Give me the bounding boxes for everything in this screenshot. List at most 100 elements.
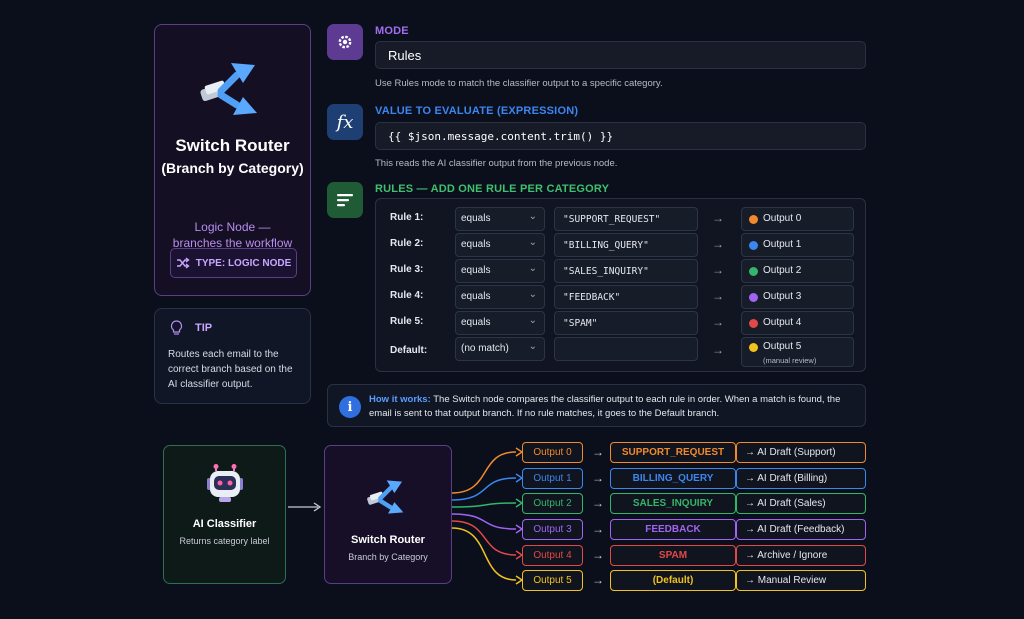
rule-value-input[interactable]: "FEEDBACK" (554, 285, 698, 309)
rule-name: Rule 5: (390, 316, 424, 327)
node-desc-line-2: branches the workflow (172, 236, 293, 250)
rule-value-input[interactable]: "SALES_INQUIRY" (554, 259, 698, 283)
rule-operator-select[interactable]: equals ⌄ (455, 311, 545, 335)
branch-output-chip[interactable]: Output 1 (522, 468, 583, 489)
node-description: Logic Node — branches the workflow (155, 219, 310, 251)
router-flow-subtitle: Branch by Category (348, 552, 428, 562)
rule-value-input[interactable]: "SPAM" (554, 311, 698, 335)
rule-output[interactable]: Output 0 (741, 207, 854, 231)
output-color-dot (749, 215, 758, 224)
arrow-right-icon: → (592, 471, 604, 485)
tip-card: TIP Routes each email to the correct bra… (154, 308, 311, 404)
branch-line-1 (452, 477, 517, 501)
rule-row-2: Rule 2: equals⌄ "BILLING_QUERY" → Output… (376, 233, 865, 257)
rule-output[interactable]: Output 3 (741, 285, 854, 309)
branch-category-chip: FEEDBACK (610, 519, 736, 540)
mode-select[interactable]: Rules (375, 41, 866, 69)
rule-output-sublabel: (manual review) (763, 356, 817, 365)
chevron-down-icon: ⌄ (528, 315, 537, 326)
rule-operator-select[interactable]: equals ⌄ (455, 207, 545, 231)
branch-destination-chip[interactable]: → AI Draft (Billing) (736, 468, 866, 489)
chevron-down-icon: ⌄ (528, 289, 537, 300)
chevron-down-icon: ⌄ (528, 237, 537, 248)
branch-category-chip: (Default) (610, 570, 736, 591)
rule-operator-select[interactable]: equals ⌄ (455, 285, 545, 309)
rules-label: RULES — ADD ONE RULE PER CATEGORY (375, 183, 610, 195)
rule-operator-value: equals (461, 317, 491, 328)
rule-output-label: Output 3 (763, 291, 802, 302)
node-subtitle: (Branch by Category) (161, 160, 304, 176)
branch-category-chip: SUPPORT_REQUEST (610, 442, 736, 463)
robot-icon (207, 464, 243, 502)
mode-gear-icon (327, 24, 363, 60)
rules-table: Rule 1: equals⌄ "SUPPORT_REQUEST" → Outp… (375, 198, 866, 372)
branch-output-chip[interactable]: Output 5 (522, 570, 583, 591)
type-badge-label: TYPE: LOGIC NODE (195, 257, 292, 269)
output-color-dot (749, 267, 758, 276)
classifier-to-router-arrow (288, 502, 322, 512)
rule-value-input[interactable] (554, 337, 698, 361)
rule-output[interactable]: Output 2 (741, 259, 854, 283)
branch-output-chip[interactable]: Output 0 (522, 442, 583, 463)
rule-operator-value: equals (461, 239, 491, 250)
rule-name: Default: (390, 345, 428, 356)
mode-helper: Use Rules mode to match the classifier o… (375, 78, 663, 89)
rule-operator-select[interactable]: equals ⌄ (455, 259, 545, 283)
branch-output-chip[interactable]: Output 3 (522, 519, 583, 540)
list-icon (327, 182, 363, 218)
arrow-right-icon: → (592, 548, 604, 562)
router-flow-title: Switch Router (351, 534, 425, 546)
node-desc-line-1: Logic Node — (194, 220, 271, 234)
branch-output-chip[interactable]: Output 2 (522, 493, 583, 514)
rule-output[interactable]: Output 1 (741, 233, 854, 257)
chevron-down-icon: ⌄ (528, 263, 537, 274)
rule-output[interactable]: Output 5(manual review) (741, 337, 854, 367)
arrow-right-icon: → (592, 522, 604, 536)
arrow-right-icon: → (592, 496, 604, 510)
rule-value-input[interactable]: "BILLING_QUERY" (554, 233, 698, 257)
rule-operator-select[interactable]: equals ⌄ (455, 233, 545, 257)
shuffle-icon (176, 257, 190, 269)
branch-destination-chip[interactable]: → AI Draft (Sales) (736, 493, 866, 514)
output-color-dot (749, 241, 758, 250)
rule-operator-select[interactable]: (no match)⌄ (455, 337, 545, 361)
ai-classifier-subtitle: Returns category label (179, 536, 270, 546)
chevron-down-icon: ⌄ (528, 211, 537, 222)
rule-output[interactable]: Output 4 (741, 311, 854, 335)
arrow-right-icon: → (712, 289, 724, 303)
rule-output-label: Output 0 (763, 213, 802, 224)
tip-title: TIP (195, 321, 213, 334)
switch-router-icon (200, 63, 257, 115)
ai-classifier-card[interactable]: AI Classifier Returns category label (163, 445, 286, 584)
arrow-right-icon: → (712, 211, 724, 225)
rule-operator-value: equals (461, 213, 491, 224)
ai-classifier-title: AI Classifier (192, 518, 257, 530)
type-badge: TYPE: LOGIC NODE (170, 248, 297, 278)
rule-row-3: Rule 3: equals⌄ "SALES_INQUIRY" → Output… (376, 259, 865, 283)
branch-connectors (452, 447, 524, 585)
mode-label: MODE (375, 25, 409, 37)
function-icon: fx (327, 104, 363, 140)
switch-router-node-card[interactable]: Switch Router (Branch by Category) Logic… (154, 24, 311, 296)
tip-text: Routes each email to the correct branch … (168, 349, 293, 390)
branch-destination-chip[interactable]: → AI Draft (Feedback) (736, 519, 866, 540)
rule-operator-value: (no match) (461, 343, 509, 354)
arrow-right-icon: → (592, 573, 604, 587)
expression-helper: This reads the AI classifier output from… (375, 158, 618, 169)
rule-operator-value: equals (461, 265, 491, 276)
expression-input[interactable]: {{ $json.message.content.trim() }} (375, 122, 866, 150)
branch-destination-chip[interactable]: → Manual Review (736, 570, 866, 591)
expression-label: VALUE TO EVALUATE (EXPRESSION) (375, 105, 579, 117)
branch-output-chip[interactable]: Output 4 (522, 545, 583, 566)
branch-category-chip: SALES_INQUIRY (610, 493, 736, 514)
branch-destination-chip[interactable]: → AI Draft (Support) (736, 442, 866, 463)
branch-destination-chip[interactable]: → Archive / Ignore (736, 545, 866, 566)
rule-operator-value: equals (461, 291, 491, 302)
switch-router-flow-node[interactable]: Switch Router Branch by Category (324, 445, 452, 584)
rule-row-default: Default: (no match)⌄ → Output 5(manual r… (376, 337, 865, 367)
rule-value-input[interactable]: "SUPPORT_REQUEST" (554, 207, 698, 231)
info-icon: i (339, 396, 361, 418)
output-color-dot (749, 293, 758, 302)
branch-category-chip: SPAM (610, 545, 736, 566)
how-it-works-lead: How it works: (369, 394, 431, 405)
